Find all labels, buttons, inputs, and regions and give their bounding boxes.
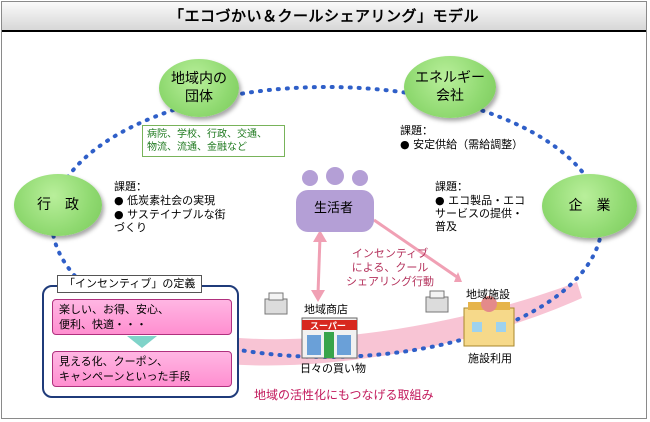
store-icon: [301, 317, 358, 359]
definition-down-arrow: [127, 336, 157, 348]
diagram-title: 「エコづかい＆クールシェアリング」モデル: [2, 2, 646, 32]
node-kigyo-label: 企 業: [568, 198, 611, 214]
facility-icon: [463, 296, 515, 347]
node-energy-company-label: エネルギー 会社: [415, 70, 485, 104]
issue-label-energy: 課題：: [400, 124, 433, 137]
consumer-people-icon: [296, 167, 374, 232]
issue-gyosei-item-2: ● サステイナブルな街 づくり: [114, 208, 226, 234]
arrow-to-shop: [316, 236, 322, 295]
issue-gyosei-text-1: 低炭素社会の実現: [127, 194, 216, 207]
node-kigyo: 企 業: [542, 174, 637, 238]
issue-energy-item: ● 安定供給（需給調整）: [400, 138, 524, 151]
node-energy-company: エネルギー 会社: [404, 56, 496, 118]
consumer-label: 生活者: [314, 201, 354, 216]
local-shop-label: 地域商店: [304, 303, 348, 316]
issue-kigyo-item: ● エコ製品・エコ サービスの提供・ 普及: [435, 194, 526, 233]
arrow-to-facility: [373, 218, 458, 279]
node-local-groups-label: 地域内の 団体: [171, 71, 227, 105]
activation-band-label: 地域の活性化にもつなげる取組み: [254, 388, 434, 402]
facility-use-label: 施設利用: [468, 352, 512, 365]
local-groups-list: 病院、学校、行政、交通、 物流、流通、金融など: [142, 125, 285, 157]
definition-box-1: 楽しい、お得、安心、 便利、快適・・・: [52, 299, 232, 335]
register-icon-left: [264, 292, 288, 315]
definition-title: 「インセンティブ」の定義: [57, 275, 203, 293]
issue-kigyo-text: エコ製品・エコ サービスの提供・ 普及: [435, 194, 526, 233]
issue-energy-text: 安定供給（需給調整）: [413, 138, 524, 151]
issue-label-kigyo: 課題：: [435, 180, 468, 193]
issue-gyosei-item-1: ● 低炭素社会の実現: [114, 194, 216, 207]
super-sign: スーパー: [310, 322, 346, 332]
issue-gyosei-text-2: サステイナブルな街 づくり: [114, 208, 226, 234]
daily-shopping-label: 日々の買い物: [300, 362, 366, 375]
register-icon-right: [425, 290, 449, 313]
definition-box-2: 見える化、クーポン、 キャンペーンといった手段: [52, 351, 232, 387]
local-facility-label: 地域施設: [466, 288, 510, 301]
node-local-groups: 地域内の 団体: [159, 59, 239, 117]
node-gyosei-label: 行 政: [37, 197, 79, 213]
node-gyosei: 行 政: [14, 174, 102, 236]
issue-label-gyosei: 課題：: [114, 180, 147, 193]
incentive-text: インセンティブ による、クール シェアリング行動: [346, 247, 434, 288]
